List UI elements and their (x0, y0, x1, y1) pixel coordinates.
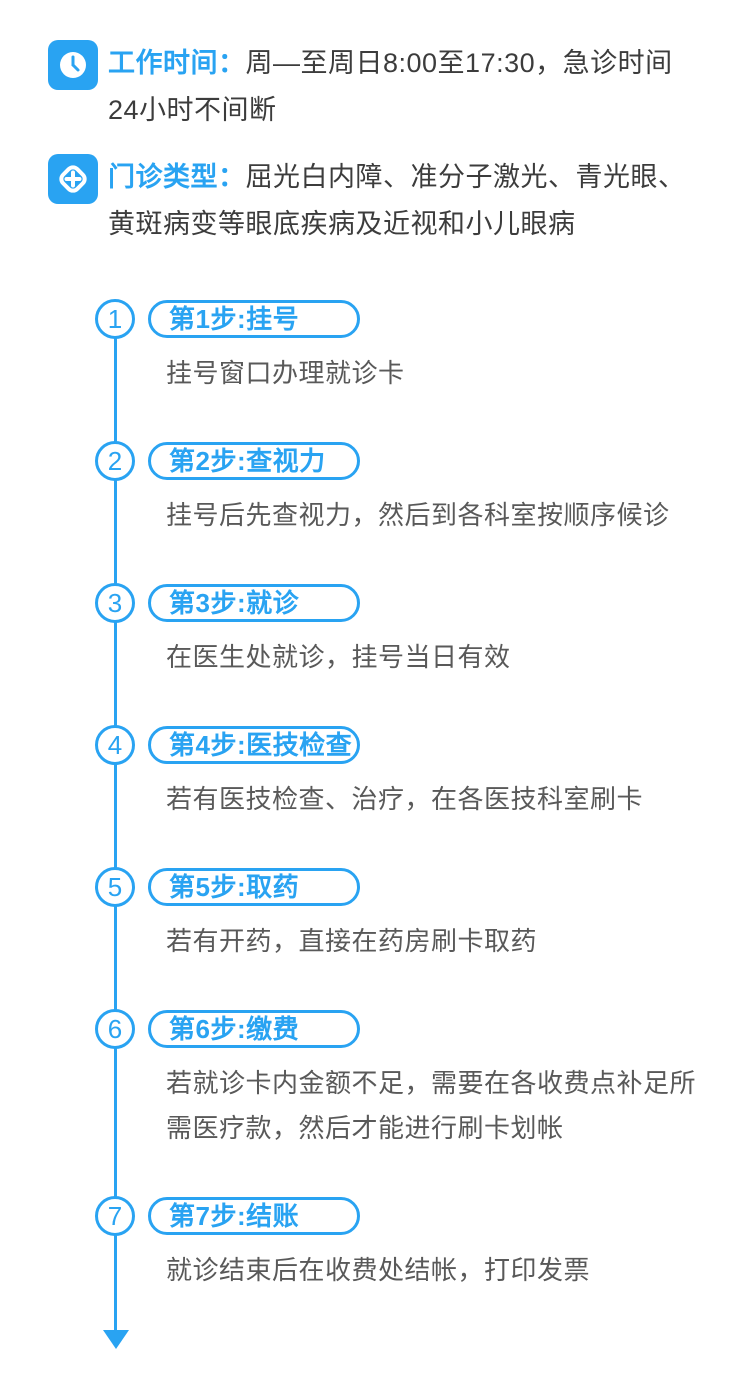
step-2: 2 第2步:查视力 挂号后先查视力，然后到各科室按顺序候诊 (48, 441, 710, 538)
step-5-title-pill: 第5步:取药 (148, 868, 360, 906)
step-4-number-badge: 4 (95, 725, 135, 765)
step-5-number-badge: 5 (95, 867, 135, 907)
medical-cross-icon (48, 154, 98, 204)
clinic-types-label: 门诊类型： (108, 162, 246, 192)
clinic-types-value: 屈光白内障、准分子激光、青光眼、黄斑病变等眼底疾病及近视和小儿眼病 (108, 162, 686, 239)
step-2-title-pill: 第2步:查视力 (148, 442, 360, 480)
working-hours-label: 工作时间： (108, 48, 246, 78)
step-3: 3 第3步:就诊 在医生处就诊，挂号当日有效 (48, 583, 710, 680)
step-5: 5 第5步:取药 若有开药，直接在药房刷卡取药 (48, 867, 710, 964)
step-5-description: 若有开药，直接在药房刷卡取药 (166, 926, 538, 956)
step-7-title-pill: 第7步:结账 (148, 1197, 360, 1235)
step-3-number-badge: 3 (95, 583, 135, 623)
step-7-description: 就诊结束后在收费处结帐，打印发票 (166, 1255, 591, 1285)
step-1-title-pill: 第1步:挂号 (148, 300, 360, 338)
step-4-title-pill: 第4步:医技检查 (148, 726, 360, 764)
working-hours-text: 工作时间：周—至周日8:00至17:30，急诊时间24小时不间断 (108, 40, 700, 134)
working-hours-row: 工作时间：周—至周日8:00至17:30，急诊时间24小时不间断 (48, 40, 710, 134)
step-1-description: 挂号窗口办理就诊卡 (166, 358, 405, 388)
step-6-title-pill: 第6步:缴费 (148, 1010, 360, 1048)
working-hours-value: 周—至周日8:00至17:30，急诊时间24小时不间断 (108, 48, 673, 125)
clock-icon (48, 40, 98, 90)
step-1: 1 第1步:挂号 挂号窗口办理就诊卡 (48, 299, 710, 396)
step-2-description: 挂号后先查视力，然后到各科室按顺序候诊 (166, 500, 670, 530)
step-3-title-pill: 第3步:就诊 (148, 584, 360, 622)
step-4: 4 第4步:医技检查 若有医技检查、治疗，在各医技科室刷卡 (48, 725, 710, 822)
timeline-line (114, 320, 117, 1331)
clinic-types-text: 门诊类型：屈光白内障、准分子激光、青光眼、黄斑病变等眼底疾病及近视和小儿眼病 (108, 154, 700, 248)
step-2-number-badge: 2 (95, 441, 135, 481)
step-1-number-badge: 1 (95, 299, 135, 339)
visit-steps-timeline: 1 第1步:挂号 挂号窗口办理就诊卡 2 第2步:查视力 挂号后先查视力，然后到… (48, 299, 710, 1349)
step-6: 6 第6步:缴费 若就诊卡内金额不足，需要在各收费点补足所需医疗款，然后才能进行… (48, 1009, 710, 1151)
down-arrow-icon (103, 1330, 129, 1349)
step-6-description: 若就诊卡内金额不足，需要在各收费点补足所需医疗款，然后才能进行刷卡划帐 (166, 1068, 697, 1143)
step-6-number-badge: 6 (95, 1009, 135, 1049)
step-3-description: 在医生处就诊，挂号当日有效 (166, 642, 511, 672)
step-7: 7 第7步:结账 就诊结束后在收费处结帐，打印发票 (48, 1196, 710, 1293)
clinic-types-row: 门诊类型：屈光白内障、准分子激光、青光眼、黄斑病变等眼底疾病及近视和小儿眼病 (48, 154, 710, 248)
step-4-description: 若有医技检查、治疗，在各医技科室刷卡 (166, 784, 644, 814)
step-7-number-badge: 7 (95, 1196, 135, 1236)
